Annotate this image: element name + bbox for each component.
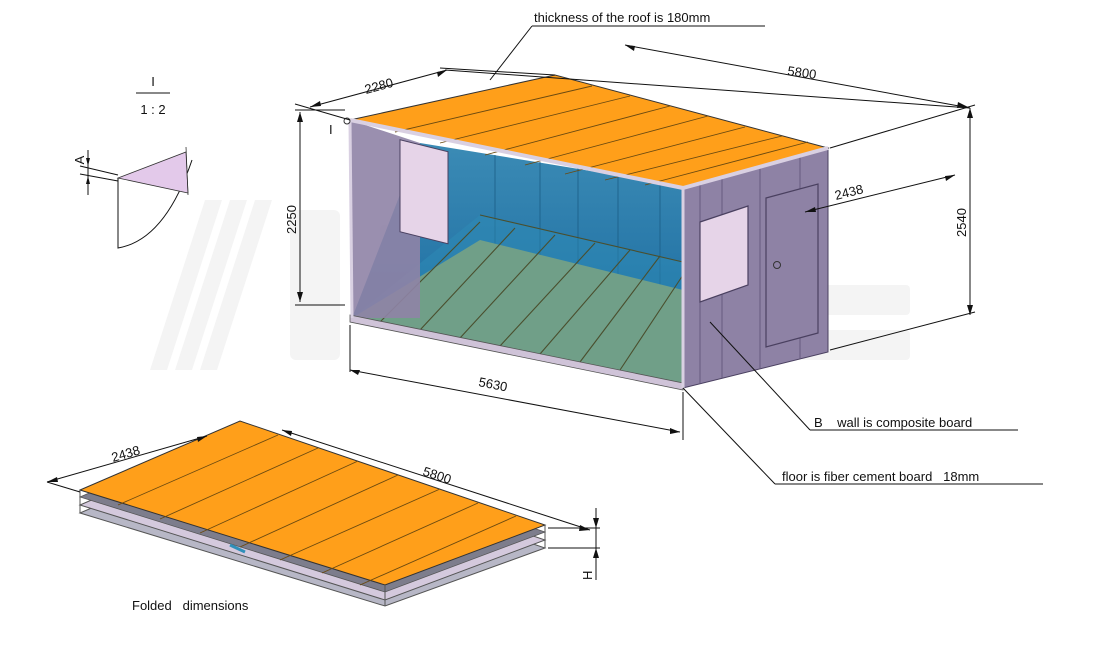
corner-marker: I [329, 122, 333, 137]
folded-dimension-lines [46, 429, 600, 580]
left-window [399, 139, 449, 245]
folded-width: 2438 [110, 442, 142, 464]
dimension-arrows [297, 45, 973, 434]
door-handle [773, 261, 781, 269]
container-3d: I [329, 74, 830, 391]
folded-caption: Folded dimensions [132, 598, 249, 613]
annotation-labels: thickness of the roof is 180mm B wall is… [534, 10, 979, 484]
dim-left-height: 2250 [284, 205, 299, 234]
floor-note: floor is fiber cement board 18mm [782, 469, 979, 484]
detail-label: I [151, 74, 155, 89]
folded-labels: 2438 5800 H Folded dimensions [110, 442, 595, 613]
detail-outline [117, 159, 193, 249]
folded-pack [78, 420, 547, 607]
detail-view: I 1 : 2 A [72, 74, 193, 249]
roof-panel-lines [394, 85, 809, 186]
dimension-lines [294, 25, 1043, 485]
detail-scale: 1 : 2 [140, 102, 165, 117]
dim-end-width: 2438 [833, 181, 865, 203]
detail-section-label: A [72, 155, 87, 164]
folded-height: H [580, 571, 595, 580]
folded-length: 5800 [421, 464, 453, 487]
floor [352, 240, 683, 385]
door [765, 183, 819, 348]
detail-section-shape [116, 151, 189, 194]
wall-note: B wall is composite board [814, 415, 972, 430]
dim-right-height: 2540 [954, 208, 969, 237]
right-window [699, 205, 749, 303]
folded-arrows [47, 430, 599, 558]
roof-thickness-note: thickness of the roof is 180mm [534, 10, 710, 25]
dimension-labels: 2280 5800 2250 2540 2438 5630 [284, 63, 969, 394]
dim-bottom-length: 5630 [477, 374, 508, 394]
dim-top-length: 5800 [787, 63, 818, 82]
dim-top-width: 2280 [363, 75, 395, 97]
